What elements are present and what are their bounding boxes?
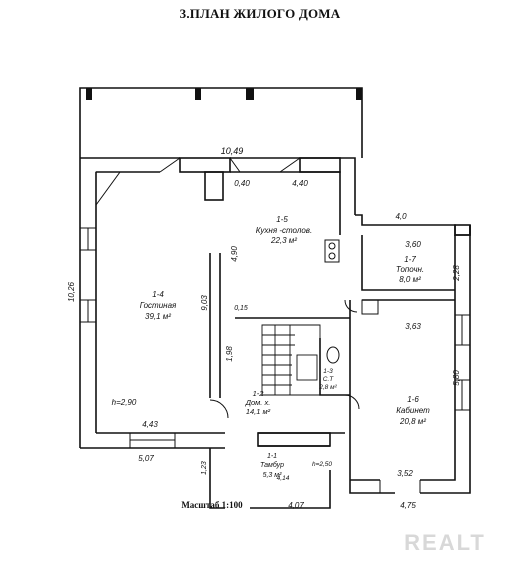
window-bottom-2 [379,480,421,493]
wall-block-4 [257,432,331,447]
boiler-wall [361,235,455,291]
terrace-outline [79,87,363,158]
wall-block-2 [204,171,224,201]
dim-228: 2,28 [452,265,461,282]
right-wing-right [455,225,471,494]
column-4 [356,88,362,100]
window-bottom [129,433,176,448]
vestibule-left [209,448,225,509]
window-left-2 [80,299,96,323]
wall-fills [86,88,471,447]
dim-407: 4,07 [288,501,304,510]
stair-landing [296,354,318,381]
dim-left-height: 10,26 [67,281,76,302]
right-wing-inner [420,235,456,481]
walls [79,87,471,509]
room-1-1-area: 5,3 м² [263,472,282,479]
room-1-7-id: 1-7 [404,255,416,264]
window-left-1 [80,227,96,251]
wall-block-1 [179,157,231,173]
dim-198: 1,98 [225,346,234,362]
room-1-6-area: 20,8 м² [399,417,426,426]
room-1-7-area: 8,0 м² [399,275,421,284]
wall-block-5 [454,224,471,236]
dim-507: 5,07 [138,454,154,463]
dim-414: 4,14 [277,475,290,482]
dim-490: 4,90 [230,246,239,262]
toilet [326,346,340,364]
dim-h250: h=2,50 [312,461,332,468]
room-1-7-name: Топочн. [396,265,424,274]
right-wing-top [355,214,471,236]
window-right [455,314,470,346]
fixtures [95,171,379,419]
central-partition [209,253,221,398]
room-labels: 1-5 Кухня -столов. 22,3 м² 1-4 Гостиная … [140,215,430,479]
dim-height: h=2,90 [112,398,137,407]
watermark: REALT [404,530,486,555]
outer-wall-top [80,157,356,215]
room-1-3-name: С.Т [323,376,335,383]
room-1-2-id: 1-2 [253,389,265,398]
dim-40: 4,0 [395,212,407,221]
dim-580: 5,80 [452,370,461,386]
dim-363: 3,63 [405,322,421,331]
column-1 [86,88,92,100]
plan-title: 3.ПЛАН ЖИЛОГО ДОМА [179,6,341,21]
room-1-5-id-text: 1-5 [276,215,288,224]
dim-903: 9,03 [200,295,209,311]
room-1-4-name: Гостиная [140,301,177,310]
room-1-6-name: Кабинет [396,406,430,415]
dim-440: 4,40 [292,179,308,188]
room-1-4-id: 1-4 [152,290,164,299]
stair-steps [262,325,295,395]
room-1-5-area: 22,3 м² [270,236,297,245]
window-top-1 [159,157,241,173]
room-1-4-area: 39,1 м² [145,312,171,321]
column-3 [246,88,254,100]
stair [261,324,321,396]
dimension-labels: 10,49 0,40 4,40 4,0 3,60 3,63 3,52 4,75 … [67,146,461,510]
door-swing-2 [344,394,360,410]
room-1-3-id: 1-3 [323,368,333,375]
room-1-1-name: Тамбур [260,461,284,469]
column-2 [195,88,201,100]
dim-352: 3,52 [397,469,413,478]
wall-block-3 [299,157,341,173]
vestibule-bottom [250,470,331,509]
dim-top-width: 10,49 [221,146,244,156]
room-1-1-id: 1-1 [267,453,277,460]
dim-015: 0,15 [234,305,248,312]
room-1-2-name: Дом. х. [245,398,271,407]
boiler [361,299,379,315]
window-right-2 [455,379,470,411]
dim-360: 3,60 [405,240,421,249]
study-left-wall [349,300,395,494]
dim-475: 4,75 [400,501,416,510]
dim-123: 1,23 [201,461,208,475]
room-1-6-id: 1-6 [407,395,419,404]
scale-label: Масштаб 1:100 [181,500,243,510]
door-swing-3 [344,299,358,313]
door-swing-1 [209,399,229,419]
dim-040: 0,40 [234,179,250,188]
windows [80,157,470,493]
stove [324,239,340,263]
dim-443: 4,43 [142,420,158,429]
window-top-2 [279,157,301,173]
room-1-5-name: Кухня -столов. [256,226,312,235]
room-1-3-area: 2,8 м² [318,384,337,391]
fireplace [95,171,121,207]
room-1-2-area: 14,1 м² [246,407,271,416]
stair-outline [261,324,321,396]
